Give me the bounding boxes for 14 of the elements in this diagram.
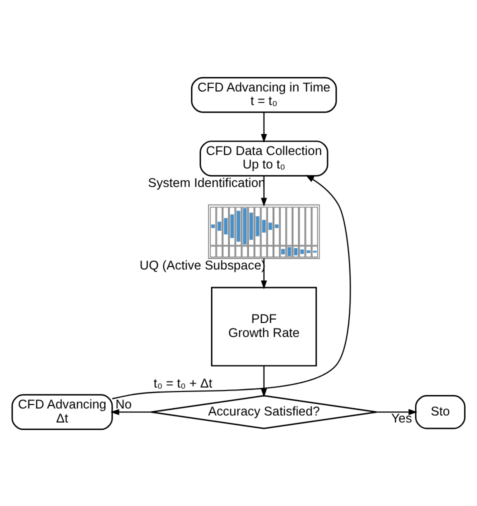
node-box: CFD Data Collection Up to t₀ [200,140,328,176]
edge-label: t₀ = t₀ + Δt [154,374,212,390]
node-box: CFD Advancing Δt [12,394,113,430]
edge-label: System Identification [148,174,266,190]
edge-label: Yes [391,410,412,425]
node-box: CFD Advancing in Time t = t₀ [191,76,337,112]
arrow [376,408,418,415]
arrow [260,112,267,142]
node-box: PDF Growth Rate [211,286,317,366]
edge-label: No [115,396,132,412]
arrow [260,365,267,397]
node-diamond: Accuracy Satisfied? [150,394,378,429]
node-box: Sto [415,394,466,429]
arrow [110,408,152,415]
